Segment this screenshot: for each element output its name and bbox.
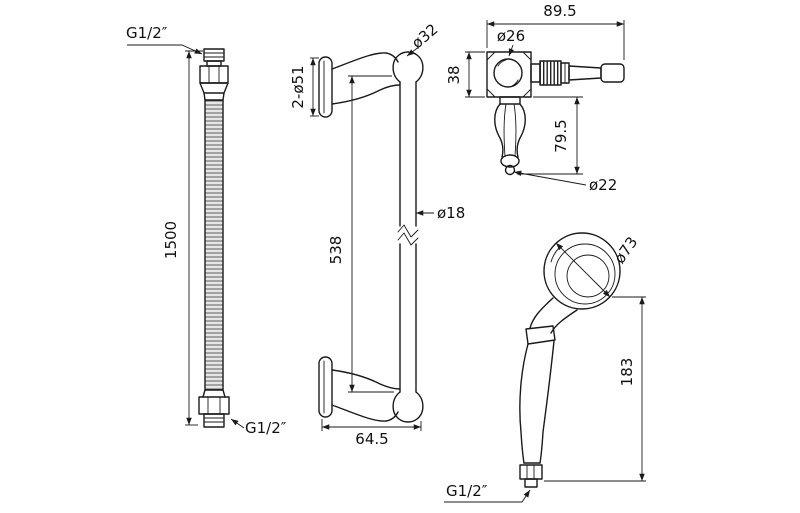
rail-tube-label: ø18	[437, 204, 465, 222]
hose-bottom-thread-callout: G1/2″	[230, 418, 287, 437]
dim-holder-height: 38	[445, 51, 485, 98]
dim-handset-length: 183	[544, 296, 646, 482]
rail-assembly: 2-ø51 538 64.5 ø32 ø18	[289, 20, 465, 448]
hose-bottom-thread-label: G1/2″	[245, 419, 287, 437]
rail-tube-callout: ø18	[416, 204, 465, 222]
handset-assembly: ø73 183 G1/2″	[444, 232, 646, 503]
holder-cone-length-label: 79.5	[552, 119, 570, 152]
dim-holder-cone-length: 79.5	[517, 96, 583, 175]
rail-bottom-cap	[392, 391, 424, 423]
rail-flange-label: 2-ø51	[289, 65, 307, 108]
handset-handle	[519, 297, 578, 488]
rail-bottom-bracket	[318, 356, 401, 422]
holder-ball-callout: ø26	[497, 27, 525, 57]
hose-bottom-fitting	[198, 389, 230, 428]
holder-ball-label: ø26	[497, 27, 525, 45]
dim-rail-base: 64.5	[321, 419, 422, 448]
rail-cap-callout: ø32	[406, 20, 441, 57]
hose-body	[204, 99, 224, 391]
handset-head	[543, 232, 621, 310]
rail-tube	[397, 81, 419, 393]
dim-rail-length: 538	[327, 75, 394, 393]
handset-length-label: 183	[618, 358, 636, 387]
holder-assembly: 89.5 ø26 38 79.5 ø22	[445, 2, 625, 194]
handset-thread-label: G1/2″	[446, 482, 488, 500]
holder-cone-tip-label: ø22	[589, 176, 617, 194]
holder-cone	[494, 96, 526, 176]
rail-length-label: 538	[327, 236, 345, 265]
hose-top-thread-label: G1/2″	[126, 24, 168, 42]
dim-rail-flange: 2-ø51	[289, 57, 319, 117]
dim-hose-length: 1500	[162, 50, 203, 426]
handset-thread-callout: G1/2″	[444, 482, 531, 503]
holder-ball-joint	[493, 58, 523, 88]
holder-cone-tip-callout: ø22	[513, 170, 617, 194]
rail-base-label: 64.5	[355, 430, 388, 448]
hose-top-fitting	[199, 48, 229, 101]
rail-top-cap	[392, 51, 424, 83]
hose-length-label: 1500	[162, 221, 180, 259]
rail-top-bracket	[318, 52, 401, 118]
rail-cap-label: ø32	[408, 20, 441, 52]
holder-width-label: 89.5	[543, 2, 576, 20]
holder-handle	[530, 60, 625, 86]
dim-holder-width: 89.5	[486, 2, 625, 60]
hose-assembly: 1500 G1/2″ G1/2″	[126, 24, 287, 437]
handset-head-label: ø73	[610, 233, 641, 266]
hose-top-thread-callout: G1/2″	[126, 24, 203, 55]
dim-handset-head: ø73	[555, 233, 641, 298]
holder-height-label: 38	[445, 65, 463, 84]
